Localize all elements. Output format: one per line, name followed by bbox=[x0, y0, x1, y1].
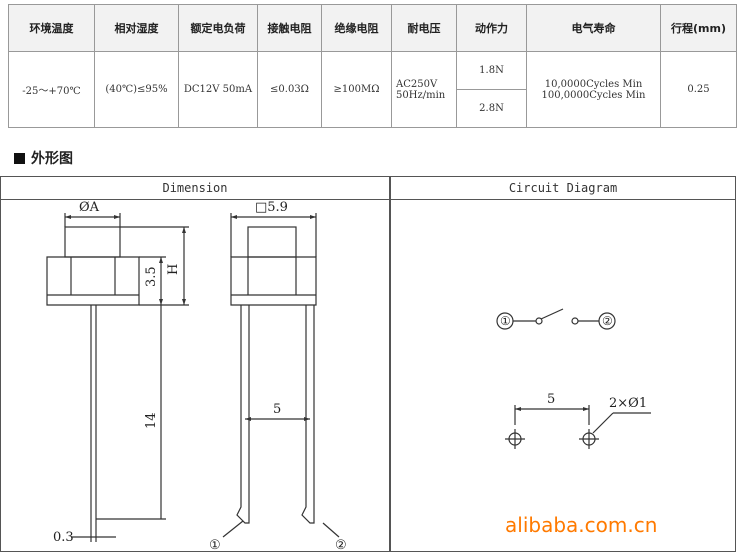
value-travel: 0.25 bbox=[660, 51, 737, 128]
value-force-1: 1.8N bbox=[456, 51, 527, 90]
side-view-body bbox=[46, 256, 140, 306]
dim-h-label: H bbox=[166, 264, 181, 275]
pin-1-label: ① bbox=[209, 538, 221, 553]
value-withstand-voltage: AC250V 50Hz/min bbox=[391, 51, 457, 128]
switch-lever-icon bbox=[540, 308, 564, 320]
value-withstand-voltage-1: AC250V bbox=[396, 78, 438, 90]
value-humidity: (40℃)≤95% bbox=[94, 51, 179, 128]
spec-header-row: 环境温度 相对湿度 额定电负荷 接触电阻 绝缘电阻 耐电压 动作力 电气寿命 行… bbox=[8, 4, 737, 52]
dim-dia-label: ØA bbox=[79, 200, 100, 215]
circuit-pitch-label: 5 bbox=[547, 392, 555, 407]
spec-value-row: -25～+70℃ (40℃)≤95% DC12V 50mA ≤0.03Ω ≥10… bbox=[8, 51, 737, 128]
header-humidity: 相对湿度 bbox=[94, 4, 179, 52]
dim-14-label: 14 bbox=[144, 412, 159, 429]
dim-square-label: □5.9 bbox=[255, 200, 288, 215]
value-force-2: 2.8N bbox=[456, 89, 527, 128]
dim-pin-label: 0.3 bbox=[53, 530, 74, 545]
value-withstand-voltage-2: 50Hz/min bbox=[396, 89, 446, 101]
header-withstand-voltage: 耐电压 bbox=[391, 4, 457, 52]
header-contact-resistance: 接触电阻 bbox=[257, 4, 322, 52]
dimension-panel: Dimension bbox=[0, 176, 390, 553]
front-view-pin-1 bbox=[236, 305, 250, 524]
terminal-2-icon bbox=[598, 312, 616, 330]
watermark: alibaba.com.cn bbox=[505, 513, 658, 537]
section-heading-text: 外形图 bbox=[31, 151, 73, 167]
header-rated-load: 额定电负荷 bbox=[178, 4, 258, 52]
section-heading: 外形图 bbox=[14, 148, 73, 168]
header-travel: 行程(mm) bbox=[660, 4, 737, 52]
header-insulation-resistance: 绝缘电阻 bbox=[321, 4, 392, 52]
hole-size-label: 2×Ø1 bbox=[609, 396, 647, 411]
value-rated-load: DC12V 50mA bbox=[178, 51, 258, 128]
header-force: 动作力 bbox=[456, 4, 527, 52]
square-bullet-icon bbox=[14, 152, 25, 164]
spec-value-row-2: 2.8N bbox=[9, 89, 737, 128]
value-env-temp: -25～+70℃ bbox=[8, 51, 95, 128]
circuit-panel: Circuit Diagram ① ② bbox=[390, 176, 736, 552]
dim-pitch-label: 5 bbox=[273, 402, 281, 417]
circuit-title: Circuit Diagram bbox=[391, 177, 735, 200]
front-view-pin-2 bbox=[301, 305, 315, 524]
dimension-title: Dimension bbox=[1, 177, 389, 200]
terminal-2-label: ② bbox=[602, 314, 613, 328]
contact-point-icon bbox=[535, 317, 543, 325]
front-view-body bbox=[230, 256, 317, 306]
side-view-cap bbox=[64, 226, 121, 258]
value-life-2: 100,0000Cycles Min bbox=[541, 89, 646, 101]
front-view-cap bbox=[247, 226, 297, 258]
value-life: 10,0000Cycles Min 100,0000Cycles Min bbox=[526, 51, 661, 128]
terminal-1-label: ① bbox=[500, 314, 511, 328]
value-life-1: 10,0000Cycles Min bbox=[544, 78, 643, 90]
header-life: 电气寿命 bbox=[526, 4, 661, 52]
circuit-drawing: ① ② 5 2×Ø1 bbox=[496, 308, 651, 449]
dimension-drawing: ØA □5.9 3.5 H 14 5 0.3 ① ② bbox=[46, 200, 347, 553]
value-insulation-resistance: ≥100MΩ bbox=[321, 51, 392, 128]
dim-h35-label: 3.5 bbox=[144, 266, 159, 287]
header-env-temp: 环境温度 bbox=[8, 4, 95, 52]
spec-table: 环境温度 相对湿度 额定电负荷 接触电阻 绝缘电阻 耐电压 动作力 电气寿命 行… bbox=[8, 4, 737, 128]
pin-2-label: ② bbox=[335, 538, 347, 553]
value-contact-resistance: ≤0.03Ω bbox=[257, 51, 322, 128]
